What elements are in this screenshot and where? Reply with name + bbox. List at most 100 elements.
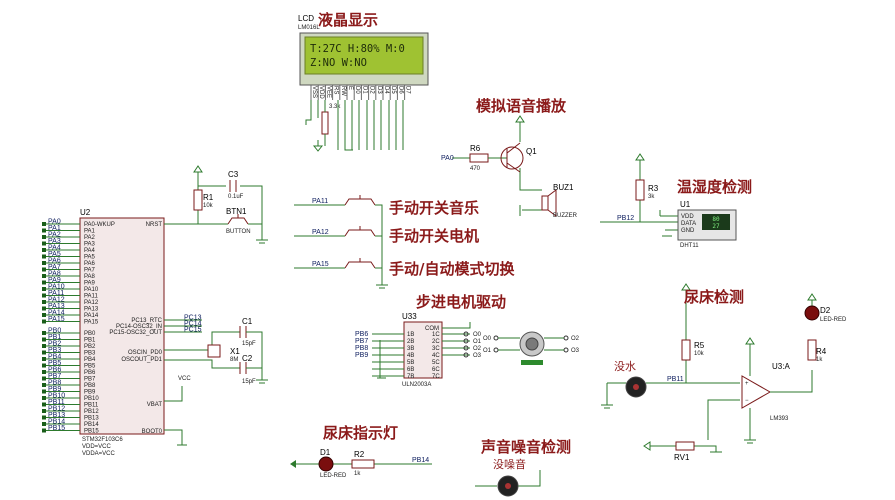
lcd-pin-label: D6: [397, 86, 403, 94]
d1-part: LED-RED: [320, 473, 347, 479]
vcc-label: VCC: [178, 376, 191, 382]
u3-label: U3:A: [772, 362, 790, 371]
r3-label: R3: [648, 184, 659, 193]
mcu-right-net: PC14: [184, 321, 202, 328]
d1-label: D1: [320, 448, 331, 457]
motor-pin-label: O0: [483, 336, 492, 342]
uln-output-net: O0: [473, 332, 482, 338]
r4-label: R4: [816, 347, 827, 356]
mcu-left-net: PA14: [48, 310, 65, 317]
lcd-line2: Z:NO W:NO: [310, 57, 367, 69]
uln-out-pin: 3C: [432, 346, 440, 352]
mcu-power1: VDD=VCC: [82, 444, 112, 450]
r2-value: 1k: [354, 471, 361, 477]
mcu-ref: U2: [80, 208, 91, 217]
lcd-part: LM016L: [298, 25, 320, 31]
btn-part: BUTTON: [226, 229, 251, 235]
lcd-pot-label: 3.3k: [329, 104, 341, 110]
mcu-left-net: PB2: [48, 341, 61, 348]
mcu-pin-label: PA13: [84, 307, 99, 313]
motor-pin-label: O3: [571, 348, 580, 354]
mcu-pin-label: PB2: [84, 344, 96, 350]
btn-label: BTN1: [226, 207, 247, 216]
mcu-left-net: PB1: [48, 334, 61, 341]
mcu-pin-label: PC14-OSC32_IN: [116, 324, 162, 330]
mcu-pin-label: PA3: [84, 242, 96, 248]
motor-pin-label: O1: [483, 348, 492, 354]
dht-pin-gnd: GND: [681, 228, 695, 234]
x1-label: X1: [230, 347, 240, 356]
mcu-pin-label: PA1: [84, 229, 96, 235]
mcu-pin-label: PB6: [84, 370, 96, 376]
noise-title: 声音噪音检测: [481, 438, 572, 456]
mcu-pin-label: PA6: [84, 261, 96, 267]
uln-input-net: PB6: [355, 331, 368, 338]
r4-value: 1k: [816, 357, 823, 363]
svg-text:+: +: [745, 381, 749, 387]
mcu-left-net: PA1: [48, 225, 61, 232]
uln-ref: U33: [402, 312, 417, 321]
wet-detection: + − 没水 PB11 R5 10k U3:A LM393 RV1 D2 LED…: [601, 283, 847, 462]
mcu-left-net: PA15: [48, 316, 65, 323]
buz-label: BUZ1: [553, 183, 574, 192]
mcu-left-net: PA10: [48, 284, 65, 291]
mcu-pin-label: PA12: [84, 300, 99, 306]
mcu-pin-label: OSCIN_PD0: [128, 350, 163, 356]
dht-ref: U1: [680, 200, 691, 209]
lcd-pin-label: RW: [340, 86, 346, 96]
lcd-pin-label: D7: [405, 86, 411, 94]
mcu-pin-label: PB5: [84, 364, 96, 370]
switch-label-music: 手动开关音乐: [389, 199, 480, 217]
dht-pin-data: DATA: [681, 221, 696, 227]
uln-in-pin: 5B: [407, 360, 414, 366]
mcu-pin-label: BOOT0: [142, 429, 163, 435]
r6-value: 470: [470, 166, 481, 172]
r1-label: R1: [203, 193, 214, 202]
mcu-pin-label: PB1: [84, 338, 96, 344]
r3-value: 3k: [648, 194, 655, 200]
buz-part: BUZZER: [553, 213, 578, 219]
uln-out-pin: 6C: [432, 367, 440, 373]
uln-out-pin: 4C: [432, 353, 440, 359]
indicator-title: 尿床指示灯: [323, 424, 399, 442]
uln-com: COM: [425, 326, 439, 332]
lcd-pin-label: D4: [383, 86, 389, 94]
uln-in-pin: 2B: [407, 339, 414, 345]
reset-circuit: R1 10k C3 0.1uF BTN1 BUTTON: [164, 165, 268, 244]
mcu-left-net: PA11: [48, 290, 64, 297]
c2-value: 15pF: [242, 379, 256, 385]
mcu-left-net: PB4: [48, 354, 61, 361]
dht-pin-vdd: VDD: [681, 214, 694, 220]
mcu-pin-label: PB10: [84, 396, 99, 402]
mcu-left-net: PB8: [48, 380, 61, 387]
stepper-title: 步进电机驱动: [416, 293, 507, 311]
uln-input-net: PB8: [355, 345, 368, 352]
lcd-pin-label: VSS: [311, 86, 317, 98]
lcd-pin-label: VEE: [325, 86, 331, 98]
mcu-pin-label: PB12: [84, 409, 99, 415]
mcu-left-net: PB12: [48, 406, 65, 413]
lcd-pin-label: D5: [390, 86, 396, 94]
lcd-ref: LCD: [298, 14, 314, 23]
mcu-left-net: PA5: [48, 251, 61, 258]
switch-label-motor: 手动开关电机: [389, 227, 480, 245]
mcu-pin-label: PB3: [84, 351, 96, 357]
mcu-pin-label: PB11: [84, 403, 99, 409]
mcu-pin-label: PA9: [84, 281, 96, 287]
mcu-left-net: PB10: [48, 393, 65, 400]
mcu-pin-label: PA0-WKUP: [84, 222, 115, 228]
mcu-pin-label: PB4: [84, 357, 96, 363]
r5-value: 10k: [694, 351, 705, 357]
mcu-pin-label: PB0: [84, 331, 96, 337]
mcu-power2: VDDA=VCC: [82, 451, 116, 457]
mcu-part: STM32F103C6: [82, 437, 123, 443]
mcu-pin-label: PB9: [84, 390, 96, 396]
mcu-pin-label: PA15: [84, 320, 99, 326]
d2-label: D2: [820, 306, 831, 315]
mcu-pin-label: PB15: [84, 429, 99, 435]
mcu-left-net: PB7: [48, 373, 61, 380]
mcu-left-net: PB5: [48, 360, 61, 367]
